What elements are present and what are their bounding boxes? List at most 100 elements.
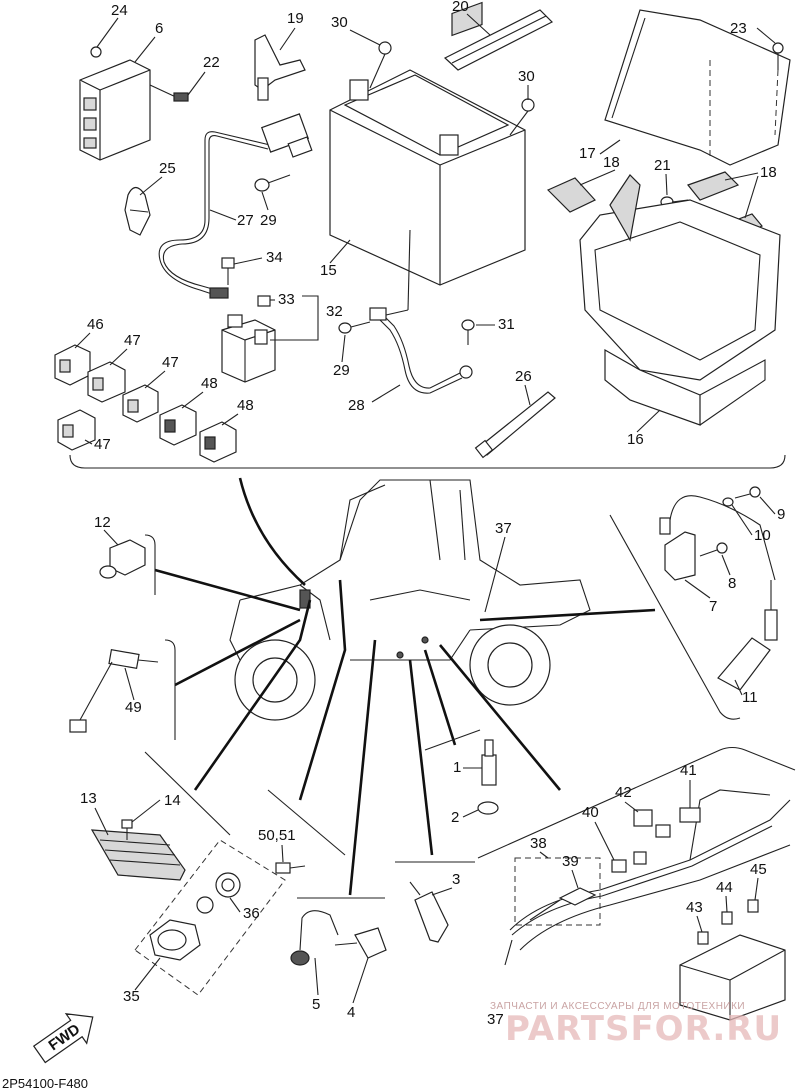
fwd-arrow: FWD	[32, 1013, 94, 1064]
part-50-51-key	[275, 862, 306, 874]
part-17-cover	[604, 9, 791, 166]
part-14-bolt	[121, 819, 133, 840]
bracket-49	[164, 639, 176, 740]
leader-3	[408, 659, 434, 856]
bracket-7-11	[609, 514, 741, 720]
part-3-spark-plug	[409, 881, 449, 943]
watermark-caption: ЗАПЧАСТИ И АКСЕССУАРЫ ДЛЯ МОТОТЕХНИКИ	[490, 1001, 745, 1012]
callout-48-b: 48	[237, 397, 254, 414]
bracket-1-2	[424, 729, 481, 751]
callout-34: 34	[266, 249, 283, 266]
callout-36: 36	[243, 905, 260, 922]
callout-47-b: 47	[162, 354, 179, 371]
callout-21: 21	[654, 157, 671, 174]
part-12-switch	[99, 539, 146, 579]
callout-30-a: 30	[331, 14, 348, 31]
callout-6: 6	[155, 20, 163, 37]
callout-20: 20	[452, 0, 469, 15]
callout-16: 16	[627, 431, 644, 448]
callout-18-a: 18	[603, 154, 620, 171]
callout-13: 13	[80, 790, 97, 807]
callout-11: 11	[742, 689, 758, 706]
callout-9: 9	[777, 506, 785, 523]
leader-12	[154, 568, 301, 612]
leader-49	[174, 618, 301, 687]
callout-27: 27	[237, 212, 254, 229]
callout-49: 49	[125, 699, 142, 716]
callout-10: 10	[754, 527, 771, 544]
part-37-wire-harness	[504, 789, 791, 966]
bracket-12	[144, 534, 156, 595]
callout-25: 25	[159, 160, 176, 177]
bracket-13	[144, 751, 231, 836]
callout-43: 43	[686, 899, 703, 916]
callout-7: 7	[709, 598, 717, 615]
part-48-connector-b	[199, 421, 237, 463]
callout-8: 8	[728, 575, 736, 592]
part-18-pad-left	[546, 177, 596, 213]
callout-28: 28	[348, 397, 365, 414]
part-33-fuse	[257, 295, 271, 307]
part-10-washer	[722, 497, 734, 507]
part-16-battery-box	[579, 174, 781, 426]
callout-4: 4	[347, 1004, 355, 1021]
callout-29-b: 29	[333, 362, 350, 379]
part-5-lead	[290, 910, 339, 966]
callout-41: 41	[680, 762, 697, 779]
bracket-37	[477, 746, 796, 859]
part-31-bolt	[461, 319, 475, 345]
part-30-nut-a	[369, 41, 392, 89]
leader-37	[438, 644, 562, 791]
callout-47-a: 47	[124, 332, 141, 349]
callout-30-b: 30	[518, 68, 535, 85]
part-34-bolt	[221, 257, 235, 285]
upper-section-bracket	[69, 454, 786, 469]
part-28-battery-lead	[369, 229, 473, 394]
part-29-bolt-a	[254, 174, 291, 192]
callout-2: 2	[451, 809, 459, 826]
part-43-fuse	[697, 931, 709, 945]
leader-1-2	[423, 649, 457, 746]
part-27-wire-lead	[158, 113, 313, 299]
part-29-bolt-b	[338, 321, 371, 334]
part-47-connector-b	[122, 384, 159, 423]
part-32-starter-relay	[221, 314, 276, 383]
callout-31: 31	[498, 316, 515, 333]
part-40-connector	[611, 859, 627, 873]
part-41-harness-lead	[679, 807, 701, 823]
callout-24: 24	[111, 2, 128, 19]
part-2-gasket	[477, 801, 499, 815]
callout-38: 38	[530, 835, 547, 852]
part-8-bolt	[699, 542, 728, 557]
callout-18-b: 18	[760, 164, 777, 181]
part-19-clamp	[254, 34, 306, 101]
part-9-bolt	[734, 486, 761, 499]
part-25-clip	[124, 186, 151, 236]
callout-33: 33	[278, 291, 295, 308]
callout-17: 17	[579, 145, 596, 162]
watermark-brand: PARTSFOR.RU	[505, 1009, 782, 1049]
callout-47-c: 47	[94, 436, 111, 453]
callout-22: 22	[203, 54, 220, 71]
part-45-fuse	[747, 899, 759, 913]
leader-50-51	[298, 579, 347, 801]
vehicle-outline	[229, 479, 591, 721]
part-42-relay	[633, 809, 671, 865]
callout-32: 32	[326, 303, 343, 320]
callout-3: 3	[452, 871, 460, 888]
part-6-control-unit	[79, 46, 189, 161]
callout-5: 5	[312, 996, 320, 1013]
part-46-connector	[54, 344, 91, 386]
part-36-washer	[196, 872, 241, 914]
callout-40: 40	[582, 804, 599, 821]
part-47-connector-c	[57, 409, 96, 451]
callout-37-b: 37	[487, 1011, 504, 1028]
part-23-bolt	[772, 42, 784, 136]
part-1-plug	[481, 739, 497, 786]
callout-19: 19	[287, 10, 304, 27]
callout-45: 45	[750, 861, 767, 878]
callout-26: 26	[515, 368, 532, 385]
diagram-code: 2P54100-F480	[2, 1076, 88, 1091]
part-20-strap	[443, 9, 554, 71]
callout-48-a: 48	[201, 375, 218, 392]
